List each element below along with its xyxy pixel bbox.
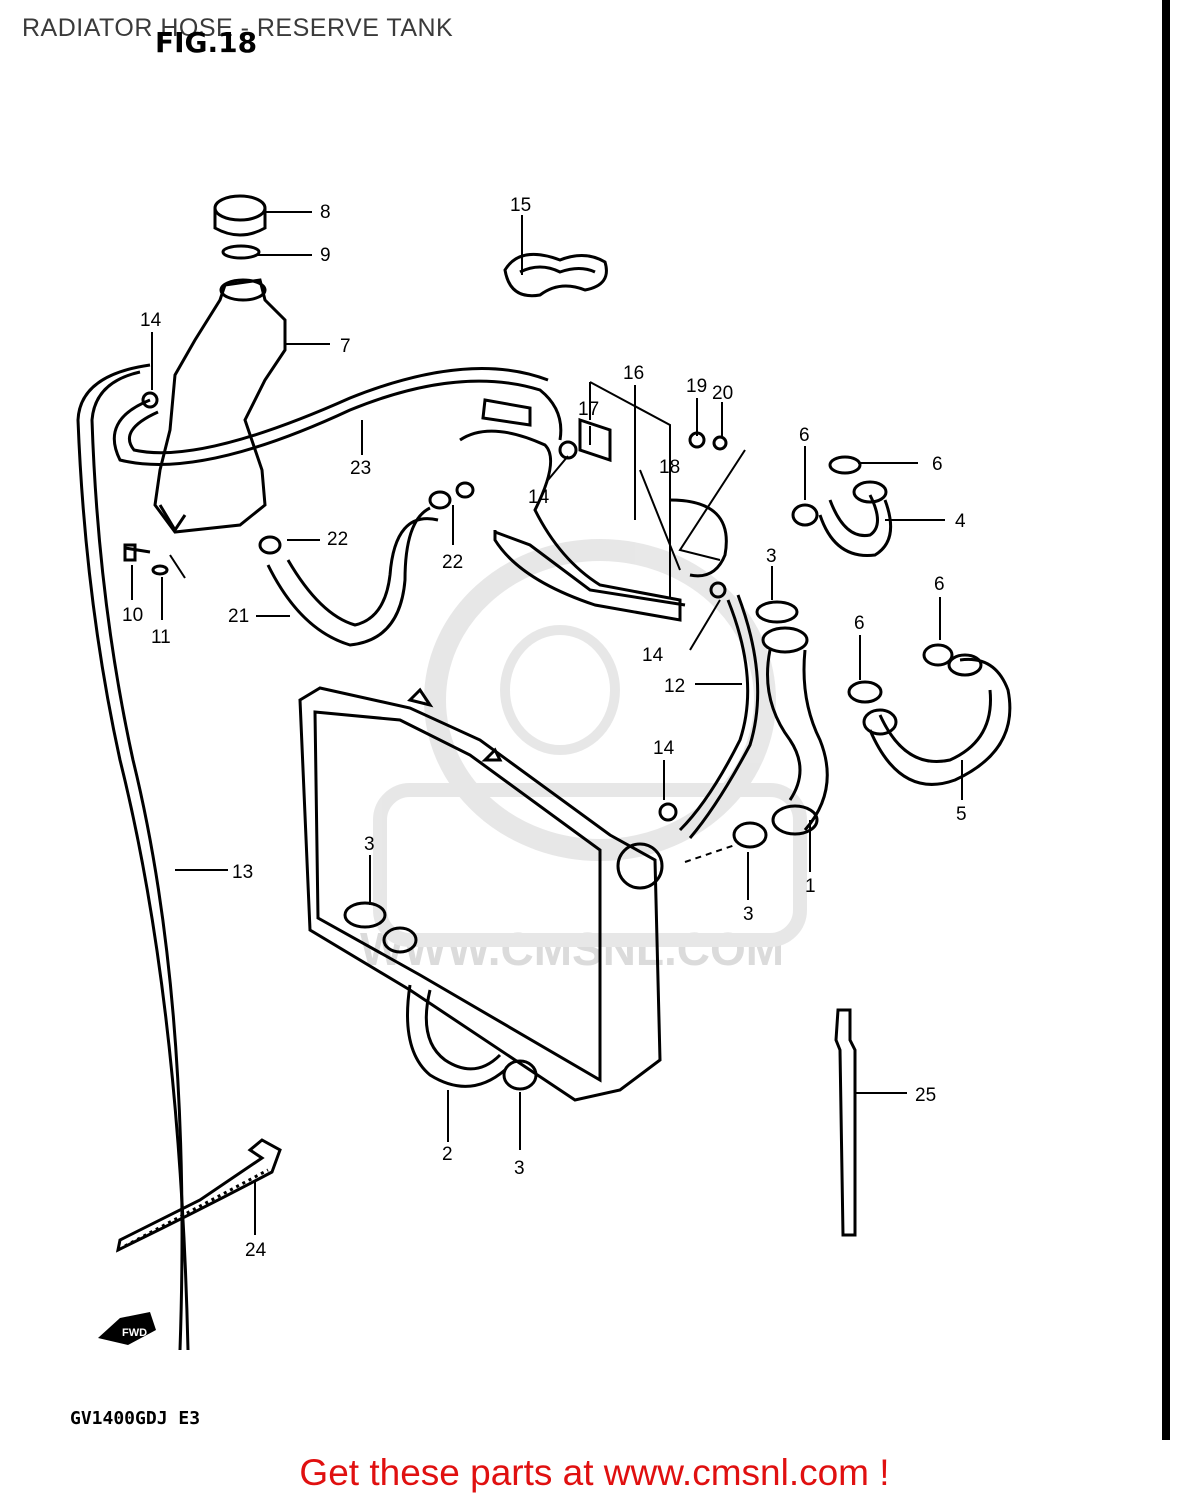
callout-15: 15 — [510, 195, 531, 216]
callout-9: 9 — [320, 245, 331, 266]
band-25 — [834, 1008, 857, 1237]
overflow-hose — [76, 363, 190, 1351]
hose-23 — [112, 366, 563, 466]
callout-14c: 14 — [642, 645, 664, 666]
callout-16: 16 — [623, 363, 644, 384]
cms-watermark: WWW.CMSNL.COM — [360, 539, 807, 975]
hose-12 — [678, 594, 760, 839]
callout-25: 25 — [915, 1085, 936, 1106]
callout-14b: 14 — [528, 487, 550, 508]
callout-11: 11 — [151, 627, 171, 648]
callout-18: 18 — [659, 457, 680, 478]
callout-labels: 8 9 7 14 23 15 16 17 18 14 19 20 6 6 4 2… — [122, 195, 967, 1261]
model-code: GV1400GDJ E3 — [70, 1408, 201, 1429]
callout-5: 5 — [956, 804, 967, 825]
tank-cap — [213, 194, 267, 260]
callout-4: 4 — [955, 511, 966, 532]
reserve-tank — [153, 278, 287, 534]
hose-21 — [266, 506, 439, 647]
hose-clamps — [343, 455, 954, 1091]
fwd-label: FWD — [122, 1327, 147, 1339]
callout-20: 20 — [712, 383, 733, 404]
callout-21: 21 — [228, 606, 249, 627]
callout-8: 8 — [320, 202, 331, 223]
radiator-hoses — [382, 480, 1012, 1088]
exploded-view-diagram: WWW.CMSNL.COM — [76, 194, 1012, 1351]
leader-lines — [131, 211, 963, 1235]
callout-22a: 22 — [327, 529, 348, 550]
callout-13: 13 — [232, 862, 253, 883]
figure-number: FIG.18 — [155, 26, 258, 59]
callout-23: 23 — [350, 458, 371, 479]
callout-1: 1 — [805, 876, 816, 897]
fwd-arrow-icon: FWD — [98, 1312, 156, 1345]
callout-14d: 14 — [653, 738, 675, 759]
fasteners — [123, 391, 728, 822]
guide-lines — [169, 381, 746, 863]
callout-24: 24 — [245, 1240, 267, 1261]
callout-10: 10 — [122, 605, 143, 626]
callout-6d: 6 — [854, 613, 865, 634]
callout-6a: 6 — [799, 425, 810, 446]
callout-14a: 14 — [140, 310, 162, 331]
callout-6c: 6 — [934, 574, 945, 595]
callout-3a: 3 — [766, 546, 777, 567]
callout-3c: 3 — [364, 834, 375, 855]
callout-7: 7 — [340, 336, 351, 357]
callout-3b: 3 — [743, 904, 754, 925]
callout-3d: 3 — [514, 1158, 525, 1179]
grommet — [503, 252, 608, 298]
callout-6b: 6 — [932, 454, 943, 475]
callout-2: 2 — [442, 1144, 453, 1165]
band-24 — [115, 1138, 282, 1253]
watermark-text: WWW.CMSNL.COM — [360, 923, 784, 975]
callout-12: 12 — [664, 676, 685, 697]
parts-link-text[interactable]: Get these parts at www.cmsnl.com ! — [299, 1452, 890, 1493]
page-border — [1162, 0, 1170, 1440]
callout-17: 17 — [578, 399, 599, 420]
radiator — [298, 686, 664, 1102]
brackets — [459, 398, 728, 622]
page-title: RADIATOR HOSE - RESERVE TANK — [22, 14, 454, 42]
callout-19: 19 — [686, 376, 707, 397]
parts-link-banner[interactable]: Get these parts at www.cmsnl.com ! — [0, 1452, 1179, 1494]
callout-22b: 22 — [442, 552, 463, 573]
